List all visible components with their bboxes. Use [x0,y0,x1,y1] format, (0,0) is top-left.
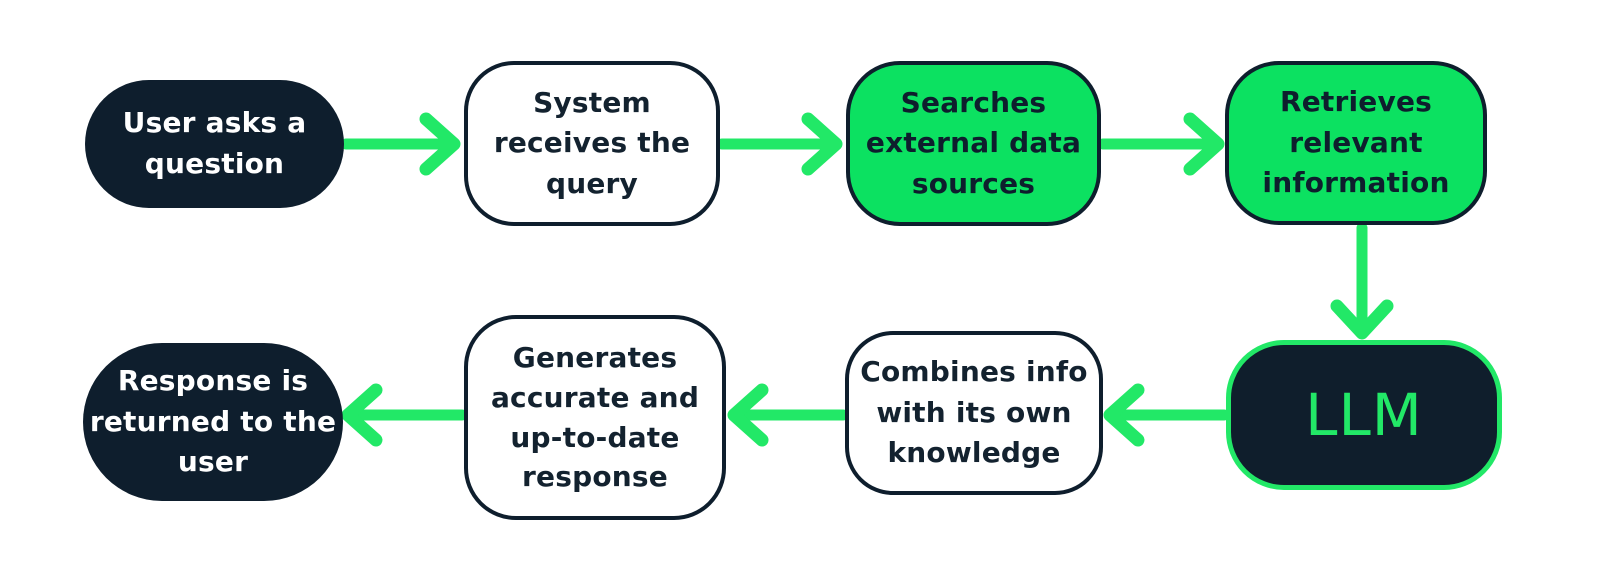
node-label: User asks a question [122,106,307,180]
arrow-generates-to-response [341,383,468,447]
node-label: Combines info with its own knowledge [860,355,1088,470]
node-user-asks-question: User asks a question [85,80,344,208]
arrow-retrieve-to-llm [1330,222,1394,340]
node-label: Generates accurate and up-to-date respon… [490,341,700,494]
node-label: Response is returned to the user [89,364,337,479]
node-generates-response: Generates accurate and up-to-date respon… [464,315,726,520]
node-retrieves-information: Retrieves relevant information [1225,61,1487,225]
arrow-combines-to-generates [727,383,849,447]
node-label: LLM [1305,381,1423,449]
node-combines-info: Combines info with its own knowledge [845,331,1103,495]
node-label: System receives the query [493,85,691,200]
arrow-search-to-retrieve [1097,112,1225,176]
arrow-llm-to-combines [1103,383,1230,447]
node-label: Searches external data sources [865,85,1082,200]
node-label: Retrieves relevant information [1262,85,1450,200]
node-llm: LLM [1226,340,1502,490]
arrow-system-to-search [716,112,843,176]
node-searches-external-data: Searches external data sources [846,61,1101,226]
node-response-returned: Response is returned to the user [83,343,343,501]
node-system-receives-query: System receives the query [464,61,720,226]
arrow-user-to-system [340,112,461,176]
